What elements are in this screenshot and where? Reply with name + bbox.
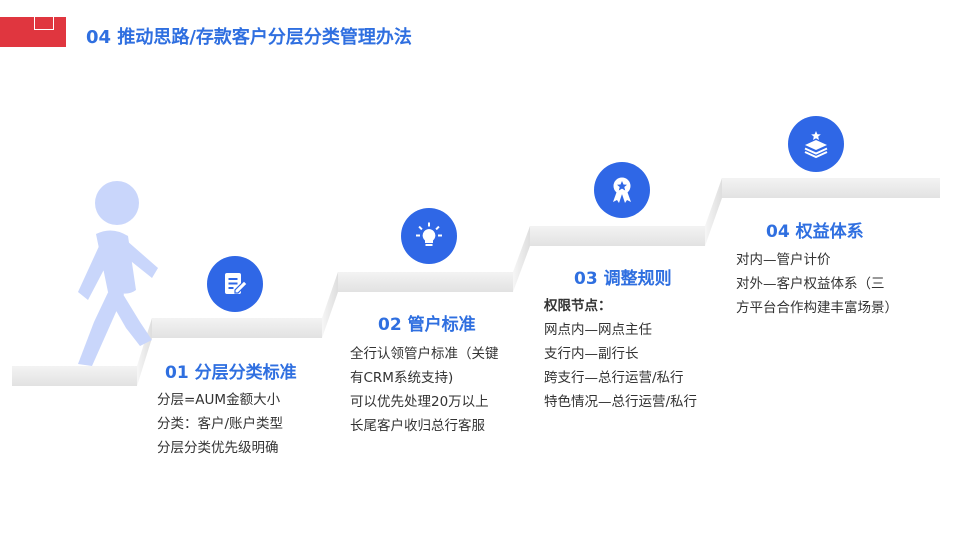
step-2-line: 全行认领管户标准（关键 — [350, 346, 499, 362]
step-riser-2 — [322, 272, 338, 338]
step-tread-1 — [12, 366, 137, 386]
step-3-line: 网点内—网点主任 — [544, 322, 652, 338]
step-riser-4 — [705, 178, 722, 246]
step-2-line: 有CRM系统支持) — [350, 370, 454, 386]
step-4-line: 对外—客户权益体系（三 — [736, 276, 885, 292]
step-tread-3 — [338, 272, 513, 292]
step-1-title: 01 分层分类标准 — [165, 363, 297, 383]
document-edit-icon — [207, 256, 263, 312]
step-2-line: 可以优先处理20万以上 — [350, 394, 489, 410]
step-3-line: 支行内—副行长 — [544, 346, 639, 362]
walking-person-figure — [78, 181, 158, 366]
step-1-line: 分类：客户/账户类型 — [157, 416, 284, 432]
layers-star-icon — [788, 116, 844, 172]
lightbulb-icon — [401, 208, 457, 264]
step-tread-5 — [722, 178, 940, 198]
step-4-body: 对内—管户计价 对外—客户权益体系（三 方平台合作构建丰富场景） — [736, 248, 898, 320]
step-3-title: 03 调整规则 — [574, 269, 672, 289]
step-4-line: 对内—管户计价 — [736, 252, 831, 268]
step-tread-2 — [152, 318, 322, 338]
step-3-line: 跨支行—总行运营/私行 — [544, 370, 684, 386]
step-2-body: 全行认领管户标准（关键 有CRM系统支持) 可以优先处理20万以上 长尾客户收归… — [350, 342, 499, 438]
title-accent-block — [0, 17, 66, 47]
step-4-title: 04 权益体系 — [766, 222, 864, 242]
step-2-line: 长尾客户收归总行客服 — [350, 418, 485, 434]
award-ribbon-icon — [594, 162, 650, 218]
step-1-line: 分层分类优先级明确 — [157, 440, 279, 456]
step-tread-4 — [530, 226, 705, 246]
title-accent-outline — [34, 12, 54, 30]
step-riser-3 — [513, 226, 530, 292]
page-title: 04 推动思路/存款客户分层分类管理办法 — [86, 27, 412, 48]
step-3-heading: 权限节点： — [544, 298, 612, 314]
step-3-body: 权限节点： 网点内—网点主任 支行内—副行长 跨支行—总行运营/私行 特色情况—… — [544, 294, 697, 414]
step-2-title: 02 管户标准 — [378, 315, 476, 335]
step-4-line: 方平台合作构建丰富场景） — [736, 300, 898, 316]
step-1-body: 分层=AUM金额大小 分类：客户/账户类型 分层分类优先级明确 — [157, 388, 283, 460]
step-3-line: 特色情况—总行运营/私行 — [544, 394, 698, 410]
step-1-line: 分层=AUM金额大小 — [157, 392, 281, 408]
